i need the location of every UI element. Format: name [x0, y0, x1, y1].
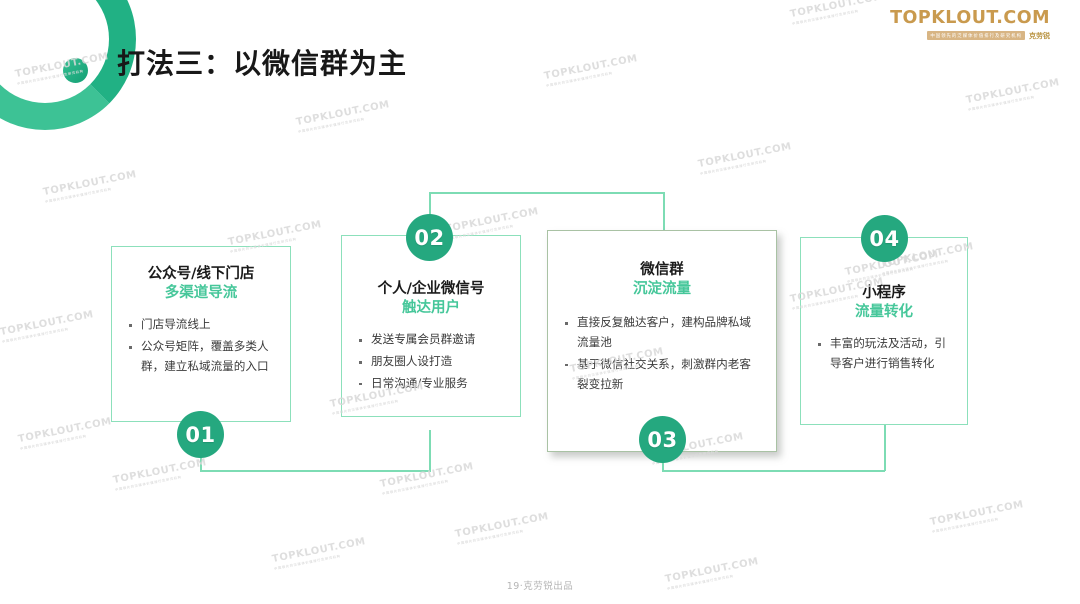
decorative-dot-shape	[63, 58, 88, 83]
watermark: TOPKLOUT.COM 中国领先的泛媒体价值排行及研究机构	[454, 511, 551, 546]
brand-logo: TOPKLOUT.COM 中国领先的泛媒体价值排行及研究机构 克劳锐	[890, 8, 1050, 41]
connector-top-horizontal	[429, 192, 664, 194]
watermark-text: TOPKLOUT.COM	[543, 53, 639, 83]
flow-card-02-title: 个人/企业微信号	[377, 281, 485, 297]
watermark: TOPKLOUT.COM 中国领先的泛媒体价值排行及研究机构	[379, 461, 476, 496]
flow-card-01-bullets: 门店导流线上 公众号矩阵，覆盖多类人群，建立私域流量的入口	[126, 315, 276, 377]
connector-card2-bottom-stub	[429, 430, 431, 471]
watermark-text: TOPKLOUT.COM	[295, 99, 391, 129]
list-item: 发送专属会员群邀请	[356, 330, 506, 350]
flow-card-03-bullets: 直接反复触达客户，建构品牌私域流量池 基于微信社交关系，刺激群内老客裂变拉新	[562, 313, 762, 395]
watermark-text: TOPKLOUT.COM	[929, 499, 1025, 529]
flow-card-04[interactable]: 小程序 流量转化 丰富的玩法及活动，引导客户进行销售转化	[800, 237, 968, 425]
flow-card-03-title: 微信群	[640, 262, 684, 278]
page-title: 打法三：以微信群为主	[117, 47, 408, 80]
brand-logo-tagline: 中国领先的泛媒体价值排行及研究机构	[927, 31, 1025, 40]
connector-card3-top-stub	[663, 192, 665, 234]
footer-text: 19·克劳锐出品	[506, 581, 574, 592]
list-item: 直接反复触达客户，建构品牌私域流量池	[562, 313, 762, 353]
watermark-text: TOPKLOUT.COM	[112, 457, 208, 487]
connector-card2-top-stub	[429, 193, 431, 227]
connector-card4-bottom-stub	[884, 425, 886, 471]
flow-card-02-bullets: 发送专属会员群邀请 朋友圈人设打造 日常沟通/专业服务	[356, 330, 506, 394]
watermark: TOPKLOUT.COM 中国领先的泛媒体价值排行及研究机构	[789, 0, 886, 26]
watermark-sub: 中国领先的泛媒体价值排行及研究机构	[114, 475, 183, 492]
watermark: TOPKLOUT.COM 中国领先的泛媒体价值排行及研究机构	[42, 169, 139, 204]
watermark-sub: 中国领先的泛媒体价值排行及研究机构	[19, 434, 88, 451]
connector-bottom-right-horizontal	[662, 470, 885, 472]
connector-bottom-left-horizontal	[200, 470, 431, 472]
flow-badge-03: 03	[639, 416, 686, 463]
watermark-sub: 中国领先的泛媒体价值排行及研究机构	[791, 9, 860, 26]
watermark: TOPKLOUT.COM 中国领先的泛媒体价值排行及研究机构	[271, 536, 368, 571]
flow-card-04-title: 小程序	[862, 285, 906, 301]
flow-badge-01: 01	[177, 411, 224, 458]
watermark-sub: 中国领先的泛媒体价值排行及研究机构	[456, 529, 525, 546]
watermark: TOPKLOUT.COM 中国领先的泛媒体价值排行及研究机构	[17, 416, 114, 451]
flow-badge-04: 04	[861, 215, 908, 262]
flow-card-03[interactable]: 微信群 沉淀流量 直接反复触达客户，建构品牌私域流量池 基于微信社交关系，刺激群…	[547, 230, 777, 452]
watermark-sub: 中国领先的泛媒体价值排行及研究机构	[545, 71, 614, 88]
watermark-text: TOPKLOUT.COM	[271, 536, 367, 566]
watermark-text: TOPKLOUT.COM	[227, 219, 323, 249]
flow-card-02[interactable]: 个人/企业微信号 触达用户 发送专属会员群邀请 朋友圈人设打造 日常沟通/专业服…	[341, 235, 521, 417]
watermark-text: TOPKLOUT.COM	[454, 511, 550, 541]
flow-card-02-subtitle: 触达用户	[402, 300, 460, 317]
flow-card-01[interactable]: 公众号/线下门店 多渠道导流 门店导流线上 公众号矩阵，覆盖多类人群，建立私域流…	[111, 246, 291, 422]
watermark: TOPKLOUT.COM 中国领先的泛媒体价值排行及研究机构	[543, 53, 640, 88]
flow-card-04-bullets: 丰富的玩法及活动，引导客户进行销售转化	[815, 334, 953, 374]
watermark-text: TOPKLOUT.COM	[42, 169, 138, 199]
watermark-sub: 中国领先的泛媒体价值排行及研究机构	[1, 327, 70, 344]
flow-card-01-subtitle: 多渠道导流	[164, 285, 238, 302]
list-item: 丰富的玩法及活动，引导客户进行销售转化	[815, 334, 953, 374]
watermark-text: TOPKLOUT.COM	[379, 461, 475, 491]
watermark: TOPKLOUT.COM 中国领先的泛媒体价值排行及研究机构	[929, 499, 1026, 534]
flow-card-04-subtitle: 流量转化	[855, 304, 913, 321]
brand-logo-text: TOPKLOUT.COM	[890, 8, 1050, 28]
watermark-text: TOPKLOUT.COM	[789, 0, 885, 21]
watermark: TOPKLOUT.COM 中国领先的泛媒体价值排行及研究机构	[112, 457, 209, 492]
watermark-text: TOPKLOUT.COM	[444, 206, 540, 236]
list-item: 朋友圈人设打造	[356, 352, 506, 372]
list-item: 日常沟通/专业服务	[356, 374, 506, 394]
watermark-text: TOPKLOUT.COM	[0, 309, 95, 339]
watermark-sub: 中国领先的泛媒体价值排行及研究机构	[381, 479, 450, 496]
list-item: 门店导流线上	[126, 315, 276, 335]
brand-logo-cn: 克劳锐	[1029, 32, 1050, 40]
watermark-text: TOPKLOUT.COM	[697, 141, 793, 171]
flow-card-03-subtitle: 沉淀流量	[633, 281, 691, 298]
brand-logo-tagline-row: 中国领先的泛媒体价值排行及研究机构 克劳锐	[890, 31, 1050, 41]
watermark-text: TOPKLOUT.COM	[965, 77, 1061, 107]
watermark-sub: 中国领先的泛媒体价值排行及研究机构	[273, 554, 342, 571]
watermark: TOPKLOUT.COM 中国领先的泛媒体价值排行及研究机构	[0, 309, 96, 344]
list-item: 基于微信社交关系，刺激群内老客裂变拉新	[562, 355, 762, 395]
watermark: TOPKLOUT.COM 中国领先的泛媒体价值排行及研究机构	[965, 77, 1062, 112]
watermark-text: TOPKLOUT.COM	[17, 416, 113, 446]
watermark: TOPKLOUT.COM 中国领先的泛媒体价值排行及研究机构	[295, 99, 392, 134]
watermark-sub: 中国领先的泛媒体价值排行及研究机构	[297, 117, 366, 134]
flow-badge-02: 02	[406, 214, 453, 261]
watermark-sub: 中国领先的泛媒体价值排行及研究机构	[44, 187, 113, 204]
watermark-sub: 中国领先的泛媒体价值排行及研究机构	[699, 159, 768, 176]
list-item: 公众号矩阵，覆盖多类人群，建立私域流量的入口	[126, 337, 276, 377]
flow-card-01-title: 公众号/线下门店	[147, 266, 255, 282]
watermark-sub: 中国领先的泛媒体价值排行及研究机构	[931, 517, 1000, 534]
watermark: TOPKLOUT.COM 中国领先的泛媒体价值排行及研究机构	[697, 141, 794, 176]
watermark-sub: 中国领先的泛媒体价值排行及研究机构	[967, 95, 1036, 112]
